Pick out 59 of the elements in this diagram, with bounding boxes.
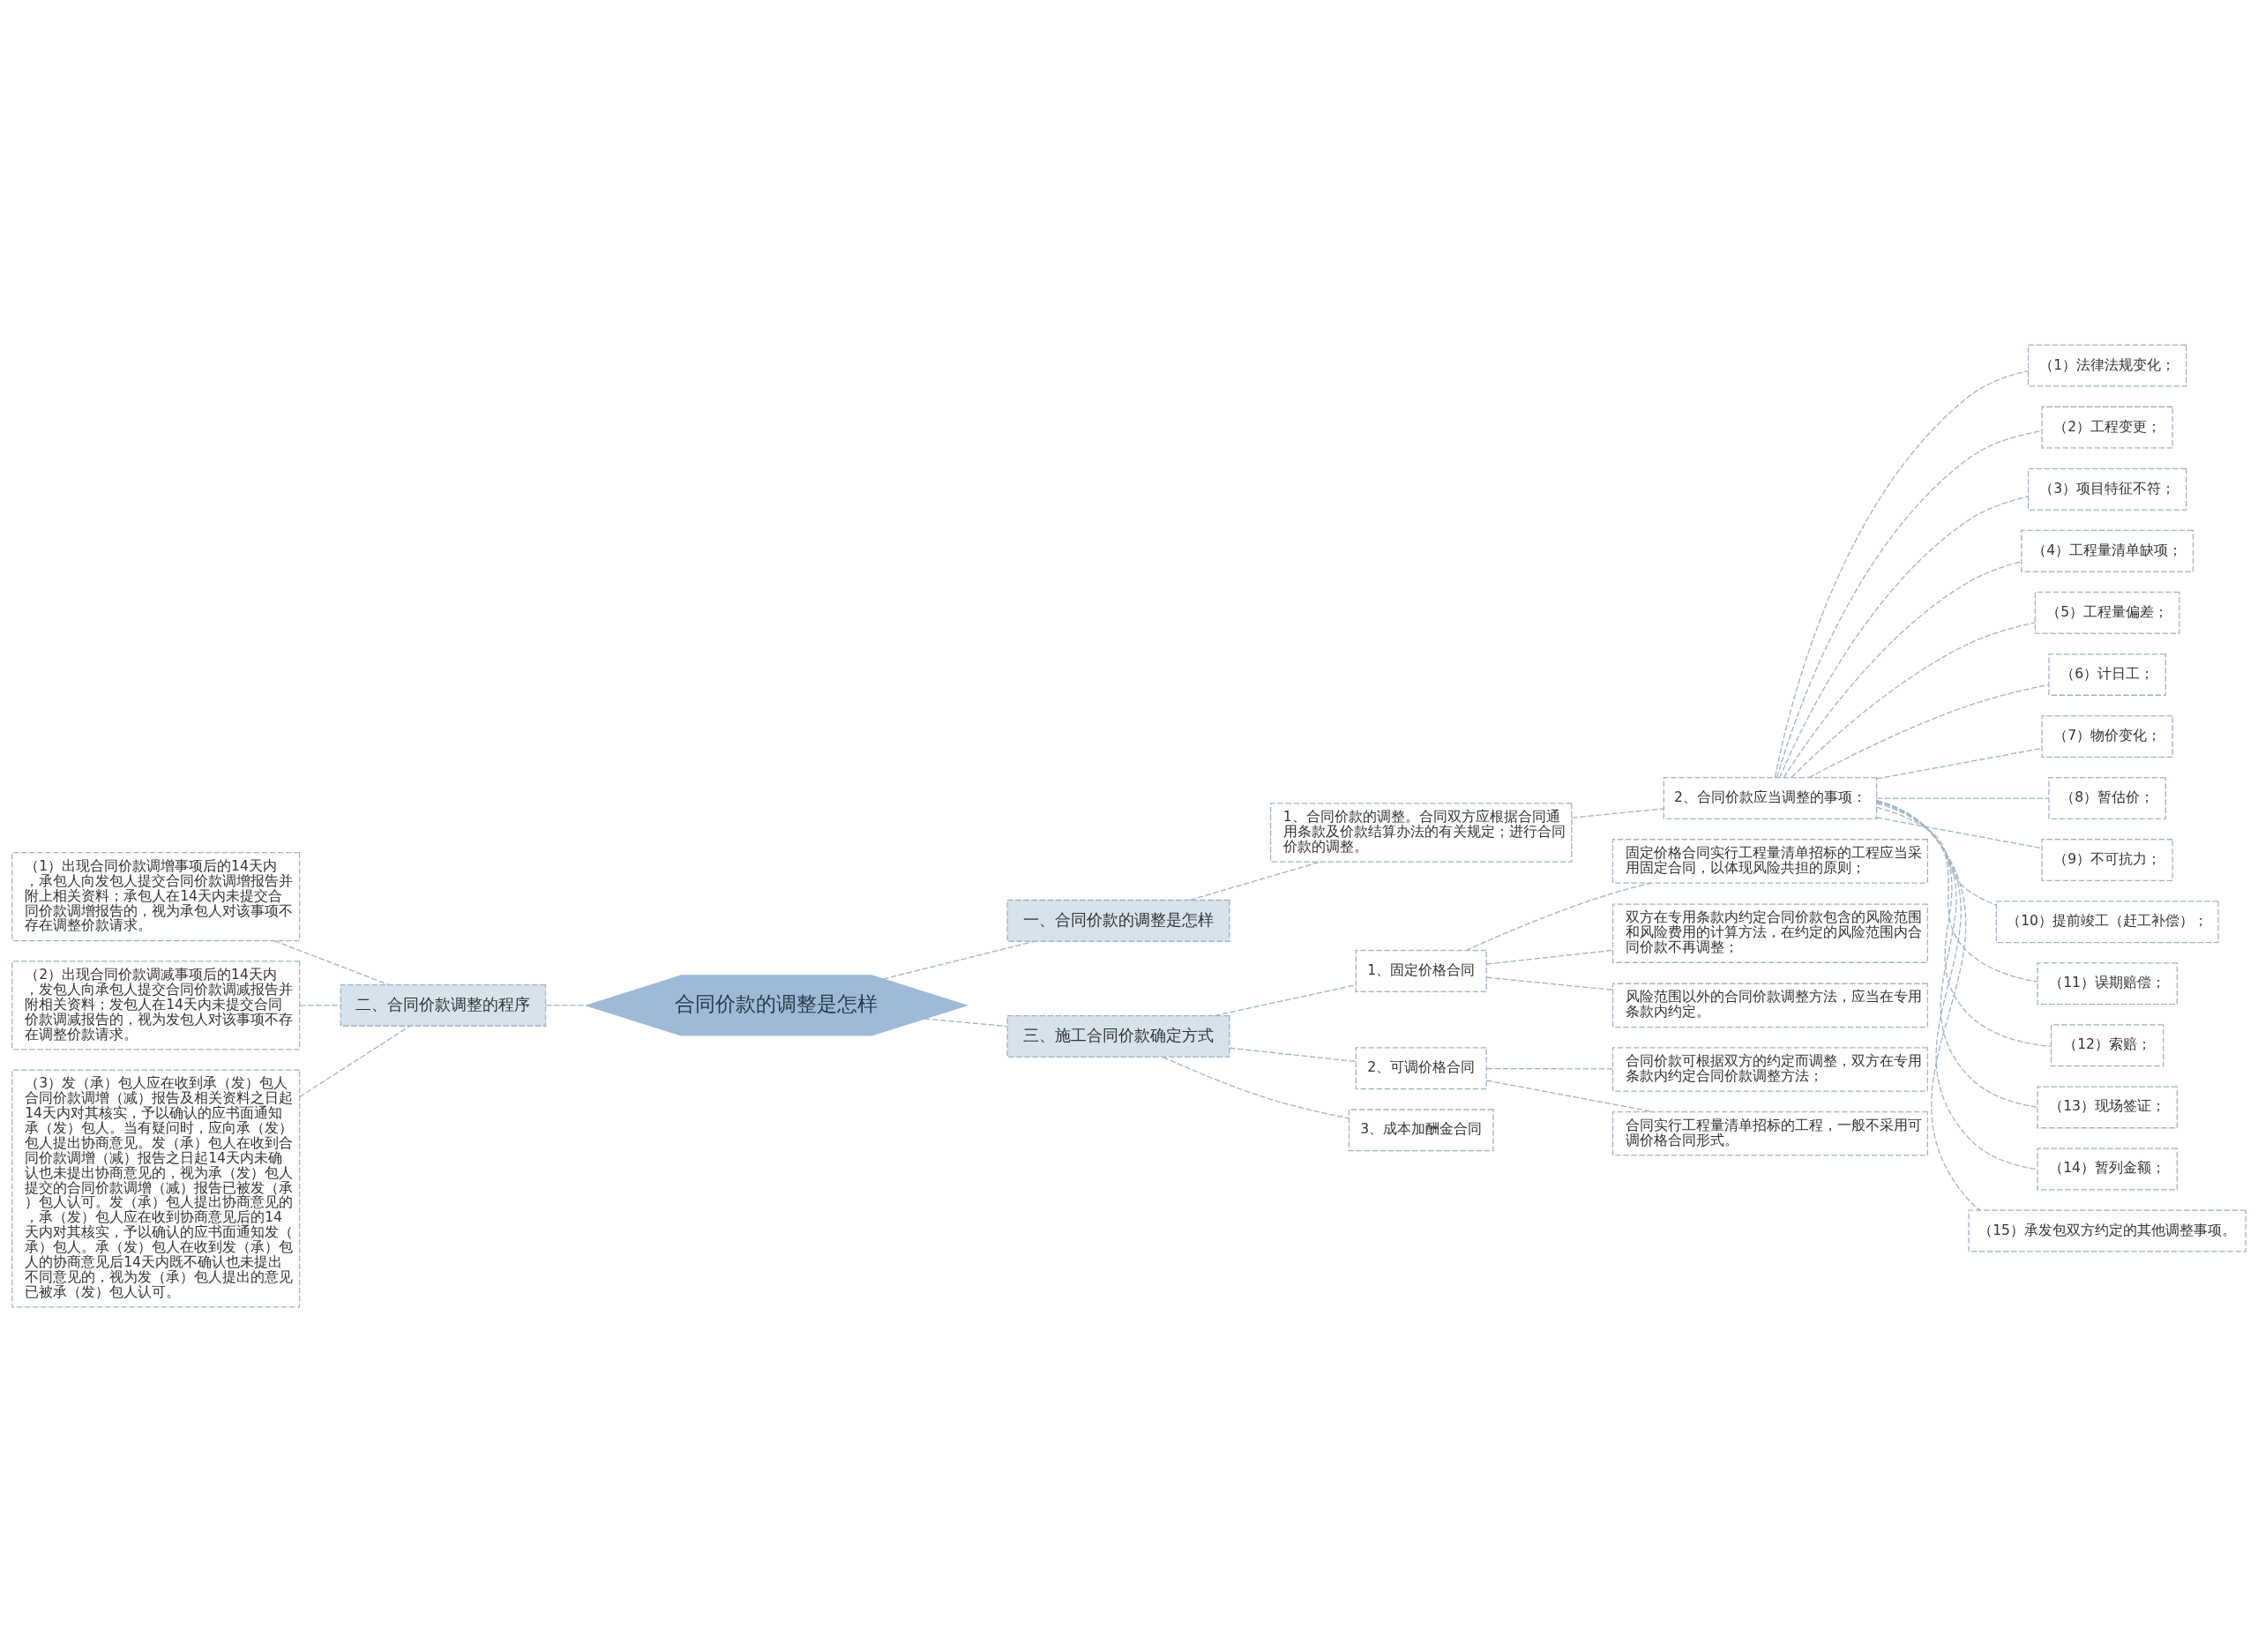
connector [882, 940, 1036, 980]
connector [545, 1005, 587, 1006]
node-box: （2）出现合同价款调减事项后的14天内，发包人向承包人提交合同价款调减报告并附相关资料；发包人在14天内未提交合同价款调减报告的，视为发包人对该事项不存在调整价款请求。 [11, 961, 301, 1050]
connector [1876, 800, 2038, 1170]
connector [1808, 684, 2050, 779]
connector [1485, 1067, 1614, 1070]
connector [1776, 430, 2043, 779]
connector [1876, 800, 2038, 1108]
connector [1571, 808, 1664, 819]
node-box: 二、合同价款调整的程序 [340, 983, 547, 1027]
connector [1876, 797, 2050, 799]
connector [1876, 803, 2038, 983]
connector [1485, 949, 1614, 965]
node-box: 1、合同价款的调整。合同双方应根据合同通用条款及价款结算办法的有关规定；进行合同价款的调整。 [1269, 803, 1573, 863]
node-box: （1）法律法规变化； [2027, 344, 2187, 387]
node-box: 风险范围以外的合同价款调整方法，应当在专用条款内约定。 [1611, 983, 1929, 1028]
node-box: 2、合同价款应当调整的事项： [1663, 777, 1878, 820]
connector [1485, 976, 1614, 990]
node-box: 2、可调价格合同 [1355, 1047, 1487, 1090]
node-box: （12）索赔； [2050, 1024, 2165, 1067]
node-box: 固定价格合同实行工程量清单招标的工程应当采用固定合同，以体现风险共担的原则； [1611, 839, 1929, 884]
node-box: 三、施工合同价款确定方式 [1006, 1014, 1230, 1058]
node-box: 3、成本加酬金合同 [1348, 1109, 1494, 1152]
connector [1162, 1056, 1350, 1119]
node-box: （10）提前竣工（赶工补偿）； [1995, 901, 2219, 944]
connector [1783, 561, 2022, 779]
node-box: 合同实行工程量清单招标的工程，一般不采用可调价格合同形式。 [1611, 1110, 1929, 1156]
connector [1229, 1047, 1357, 1063]
node-box: （9）不可抗力； [2041, 839, 2173, 882]
node-box: （1）出现合同价款调增事项后的14天内，承包人向发包人提交合同价款调增报告并附上相关资料；承包人在14天内未提交合同价款调增报告的，视为承包人对该事项不存在调整价款请求。 [11, 852, 301, 942]
node-box: 一、合同价款的调整是怎样 [1006, 899, 1230, 942]
node-box: 合同价款可根据双方的约定而调整，双方在专用条款内约定合同价款调整方法； [1611, 1047, 1929, 1092]
node-box: （8）暂估价； [2048, 777, 2166, 820]
node-box: 1、固定价格合同 [1355, 949, 1487, 992]
node-box: （3）发（承）包人应在收到承（发）包人合同价款调增（减）报告及相关资料之日起14天内对其核实，予以确认的应书面通知承（发）包人。当有疑问时，应向承（发）包人提出协商意见。发（承）包人在收到合同价款调增（减）报告之日起14天内未确认也未提出协商意见的，视为承（发）包人提交的合同价款调增（减）报告已被发（承）包人认可。发（承）包人提出协商意见的，承（发）包人应在收到协商意见后的14天内对其核实，予以确认的应书面通知发（承）包人。承（发）包人在收到发（承）包人的协商意见后14天内既不确认也未提出不同意见的，视为发（承）包人提出的意见已被承（发）包人认可。 [11, 1069, 301, 1308]
node-box: （7）物价变化； [2041, 714, 2173, 758]
node-box: （2）工程变更； [2041, 406, 2173, 449]
connector [298, 1005, 341, 1006]
connector [923, 1018, 1008, 1028]
node-box: （5）工程量偏差； [2034, 591, 2180, 634]
node-box: 双方在专用条款内约定合同价款包含的风险范围和风险费用的计算方法，在约定的风险范围内合同价款不再调整； [1611, 903, 1929, 963]
connector [1189, 861, 1321, 901]
connector [1779, 496, 2029, 779]
connector [1876, 800, 1981, 1211]
node-box: （14）暂列金额； [2037, 1147, 2178, 1191]
connector [1876, 817, 2043, 849]
connector [298, 1025, 411, 1098]
connector [1876, 801, 2052, 1047]
node-box: （15）承发包双方约定的其他调整事项。 [1968, 1209, 2247, 1252]
connector [1485, 1080, 1655, 1113]
connector [1774, 370, 2030, 778]
connector [1876, 806, 1997, 906]
connector [1791, 622, 2036, 778]
node-box: （6）计日工； [2048, 653, 2166, 696]
node-box: （4）工程量清单缺项； [2021, 529, 2194, 572]
node-box: （11）误期赔偿； [2037, 962, 2178, 1005]
node-box: （13）现场签证； [2037, 1086, 2178, 1129]
connector [1876, 747, 2043, 780]
node-box: （3）项目特征不符； [2027, 467, 2187, 511]
